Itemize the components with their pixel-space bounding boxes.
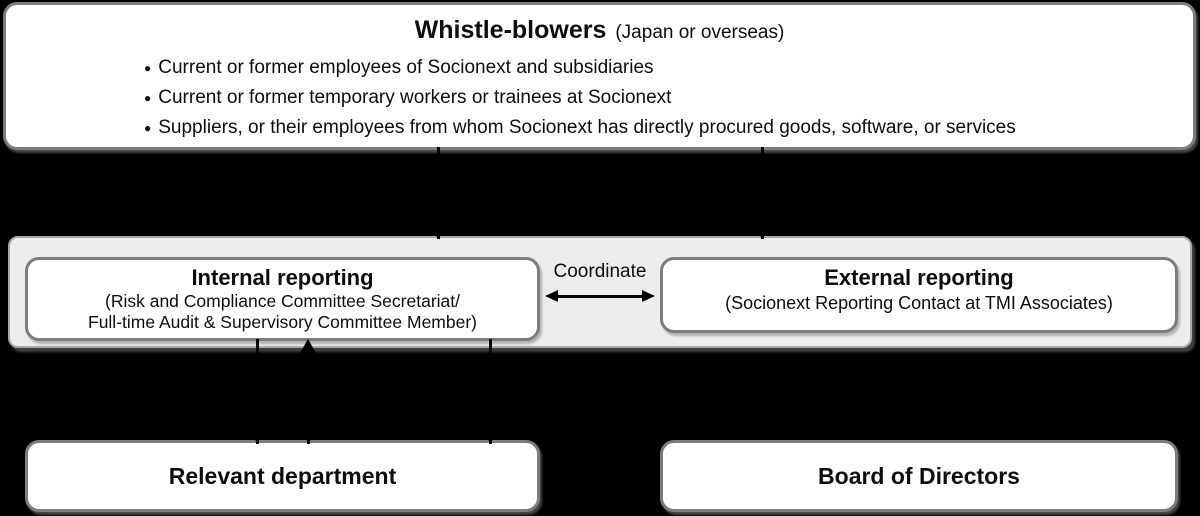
list-item-text: Suppliers, or their employees from whom … [158, 117, 1016, 138]
list-item-text: Current or former employees of Socionext… [158, 57, 654, 78]
relevant-department-box: Relevant department [25, 440, 540, 512]
arrow-whistleblowers-to-internal [437, 147, 440, 239]
list-item: ● Current or former temporary workers or… [144, 83, 1193, 113]
internal-reporting-subtitle-line2: Full-time Audit & Supervisory Committee … [88, 312, 477, 332]
internal-reporting-title: Internal reporting [191, 265, 374, 290]
whistleblowers-list: ● Current or former employees of Socione… [144, 53, 1193, 143]
arrowhead-down-icon [755, 227, 769, 239]
bullet-icon: ● [144, 121, 152, 135]
arrowhead-down-icon [431, 227, 445, 239]
list-item: ● Suppliers, or their employees from who… [144, 113, 1193, 143]
whistleblowers-box: Whistle-blowers (Japan or overseas) ● Cur… [3, 2, 1196, 150]
arrowhead-down-icon [483, 431, 497, 443]
whistleblowers-title-suffix: (Japan or overseas) [615, 22, 785, 43]
arrow-internal-to-department [256, 339, 259, 444]
arrowhead-up-icon [300, 339, 316, 353]
board-of-directors-box: Board of Directors [660, 440, 1178, 512]
arrowhead-right-icon [642, 290, 655, 302]
arrowhead-left-icon [545, 290, 558, 302]
arrow-shaft [554, 295, 646, 298]
coordinate-label: Coordinate [553, 261, 647, 282]
coordinate-arrow [545, 290, 655, 303]
arrow-whistleblowers-to-external [761, 147, 764, 239]
external-reporting-subtitle: (Socionext Reporting Contact at TMI Asso… [725, 293, 1113, 313]
whistleblowers-title-row: Whistle-blowers (Japan or overseas) [6, 16, 1193, 45]
arrow-internal-down-right [489, 339, 492, 444]
arrow-department-to-internal [307, 352, 310, 444]
internal-reporting-box: Internal reporting (Risk and Compliance … [25, 257, 540, 341]
list-item-text: Current or former temporary workers or t… [158, 87, 672, 108]
arrowhead-down-icon [250, 431, 264, 443]
external-reporting-title: External reporting [824, 265, 1014, 290]
relevant-department-label: Relevant department [168, 462, 397, 489]
whistleblowers-title: Whistle-blowers [414, 16, 607, 44]
board-of-directors-label: Board of Directors [818, 462, 1020, 489]
bullet-icon: ● [144, 91, 152, 105]
internal-reporting-subtitle-line1: (Risk and Compliance Committee Secretari… [105, 291, 460, 311]
list-item: ● Current or former employees of Socione… [144, 53, 1193, 83]
external-reporting-box: External reporting (Socionext Reporting … [660, 257, 1178, 333]
bullet-icon: ● [144, 61, 152, 75]
